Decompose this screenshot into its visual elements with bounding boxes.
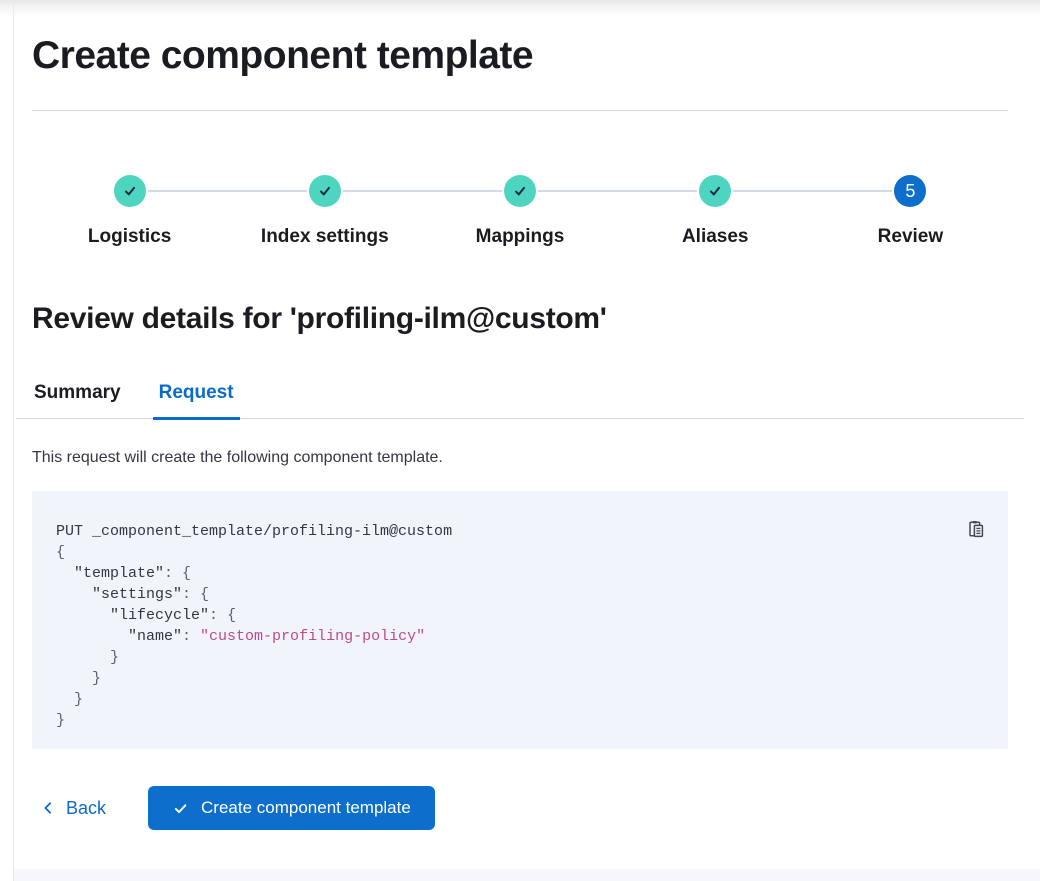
step-index-settings[interactable]: Index settings [227, 175, 503, 248]
code-line: PUT _component_template/profiling-ilm@cu… [56, 523, 453, 540]
code-line: "lifecycle": { [110, 607, 237, 624]
code-line: { [56, 544, 66, 561]
request-code-block: PUT _component_template/profiling-ilm@cu… [32, 491, 1008, 749]
create-component-template-page: Create component template Logistics Inde… [16, 0, 1024, 830]
code-line: } [74, 691, 84, 708]
bottom-section-edge [14, 869, 1040, 881]
check-icon [172, 800, 189, 817]
code-line: "template": { [74, 565, 192, 582]
step-complete-circle [308, 175, 341, 207]
check-icon [512, 183, 528, 199]
review-tabs: Summary Request [16, 382, 1024, 420]
left-panel-edge [13, 0, 14, 881]
step-label: Review [877, 226, 944, 247]
step-mappings[interactable]: Mappings [422, 175, 698, 248]
step-complete-circle [504, 175, 536, 207]
tab-request[interactable]: Request [152, 382, 240, 420]
code-line: } [110, 649, 120, 666]
check-icon [707, 183, 723, 199]
step-number: 5 [905, 181, 916, 201]
review-heading: Review details for 'profiling-ilm@custom… [32, 302, 607, 335]
step-aliases[interactable]: Aliases [618, 175, 893, 248]
request-description: This request will create the following c… [32, 449, 443, 466]
back-button[interactable]: Back [32, 798, 114, 819]
code-line: } [56, 712, 66, 729]
step-label: Logistics [87, 226, 172, 247]
step-label: Aliases [681, 226, 749, 247]
step-logistics[interactable]: Logistics [32, 175, 308, 248]
step-label: Mappings [475, 226, 565, 247]
wizard-step-indicator: Logistics Index settings Mappings [32, 175, 1008, 248]
tab-summary[interactable]: Summary [34, 382, 121, 403]
step-complete-circle [699, 175, 732, 207]
step-review[interactable]: 5 Review [813, 175, 1008, 248]
copy-clipboard-icon [966, 519, 987, 540]
title-divider [32, 110, 1008, 111]
step-complete-circle [113, 175, 146, 207]
footer-actions: Back Create component template [32, 786, 1008, 830]
page-title: Create component template [32, 34, 534, 77]
check-icon [122, 183, 138, 199]
create-button-label: Create component template [201, 798, 411, 817]
code-lines: PUT _component_template/profiling-ilm@cu… [56, 521, 952, 731]
step-current-circle: 5 [894, 175, 927, 207]
step-label: Index settings [260, 226, 389, 247]
create-component-template-button[interactable]: Create component template [148, 786, 435, 830]
code-line: "settings": { [92, 586, 210, 603]
chevron-left-icon [40, 800, 56, 816]
copy-to-clipboard-button[interactable] [964, 517, 988, 541]
code-line: } [92, 670, 102, 687]
back-button-label: Back [66, 797, 107, 818]
code-line: "name": "custom-profiling-policy" [128, 628, 426, 645]
check-icon [317, 183, 333, 199]
